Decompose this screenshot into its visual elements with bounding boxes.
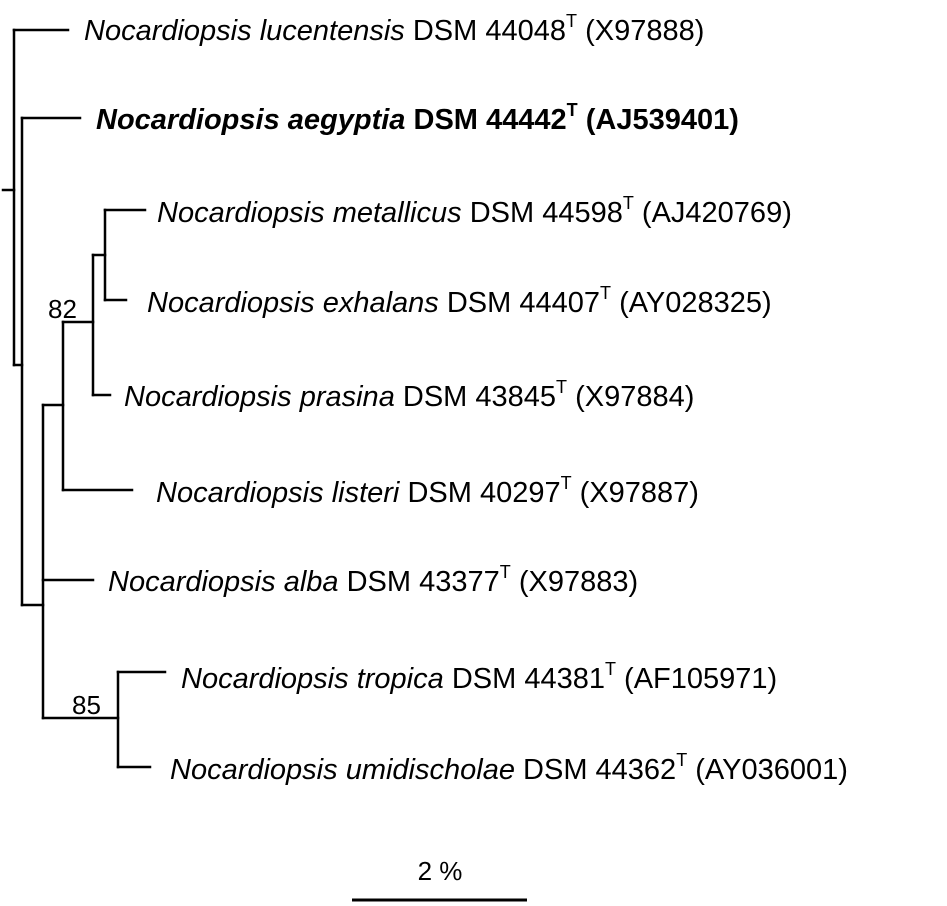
taxon-label-prasina: Nocardiopsis prasina DSM 43845T (X97884) [124,377,694,413]
species-name: Nocardiopsis [170,754,338,786]
accession-number: (AY036001) [695,754,848,786]
scale-label: 2 % [418,856,463,886]
taxon-label-lucentensis: Nocardiopsis lucentensis DSM 44048T (X97… [84,11,704,47]
strain-id: DSM 44442 [414,104,567,136]
taxon-label-umidischolae: Nocardiopsis umidischolae DSM 44362T (AY… [170,750,848,786]
species-epithet: listeri [332,477,401,509]
bootstrap-values: 82 85 [48,294,101,720]
species-epithet: metallicus [333,197,462,229]
type-strain-mark: T [556,377,567,397]
bootstrap-value-82: 82 [48,294,77,324]
scale-bar-group: 2 % [352,856,527,902]
accession-number: (X97888) [585,15,704,47]
strain-id: DSM 44362 [523,754,676,786]
type-strain-mark: T [561,473,572,493]
type-strain-mark: T [567,100,578,120]
taxon-label-tropica: Nocardiopsis tropica DSM 44381T (AF10597… [181,659,777,695]
species-name: Nocardiopsis [181,663,349,695]
accession-number: (X97887) [580,477,699,509]
tree-branches [1,28,167,769]
species-name: Nocardiopsis [157,197,325,229]
species-epithet: umidischolae [346,754,515,786]
type-strain-mark: T [605,659,616,679]
type-strain-mark: T [600,283,611,303]
species-epithet: prasina [299,381,395,413]
species-name: Nocardiopsis [156,477,324,509]
strain-id: DSM 43377 [347,566,500,598]
strain-id: DSM 43845 [403,381,556,413]
accession-number: (AY028325) [619,287,772,319]
accession-number: (AF105971) [624,663,777,695]
strain-id: DSM 40297 [407,477,560,509]
species-name: Nocardiopsis [108,566,276,598]
species-name: Nocardiopsis [147,287,315,319]
type-strain-mark: T [623,193,634,213]
taxon-label-metallicus: Nocardiopsis metallicus DSM 44598T (AJ42… [157,193,792,229]
strain-id: DSM 44048 [413,15,566,47]
strain-id: DSM 44598 [470,197,623,229]
species-epithet: tropica [357,663,444,695]
species-epithet: alba [284,566,339,598]
species-name: Nocardiopsis [124,381,292,413]
species-name: Nocardiopsis [84,15,252,47]
taxon-label-aegyptia: Nocardiopsis aegyptia DSM 44442T (AJ5394… [96,100,739,136]
type-strain-mark: T [566,11,577,31]
taxon-label-alba: Nocardiopsis alba DSM 43377T (X97883) [108,562,638,598]
accession-number: (X97883) [519,566,638,598]
taxon-label-listeri: Nocardiopsis listeri DSM 40297T (X97887) [156,473,699,509]
species-epithet: aegyptia [288,104,406,136]
bootstrap-value-85: 85 [72,690,101,720]
accession-number: (AJ539401) [586,104,739,136]
accession-number: (AJ420769) [642,197,792,229]
type-strain-mark: T [500,562,511,582]
accession-number: (X97884) [575,381,694,413]
strain-id: DSM 44381 [452,663,605,695]
taxon-label-exhalans: Nocardiopsis exhalans DSM 44407T (AY0283… [147,283,772,319]
strain-id: DSM 44407 [447,287,600,319]
species-name: Nocardiopsis [96,104,280,136]
species-epithet: lucentensis [260,15,405,47]
taxon-labels: Nocardiopsis lucentensis DSM 44048T (X97… [84,11,848,786]
species-epithet: exhalans [323,287,439,319]
type-strain-mark: T [676,750,687,770]
